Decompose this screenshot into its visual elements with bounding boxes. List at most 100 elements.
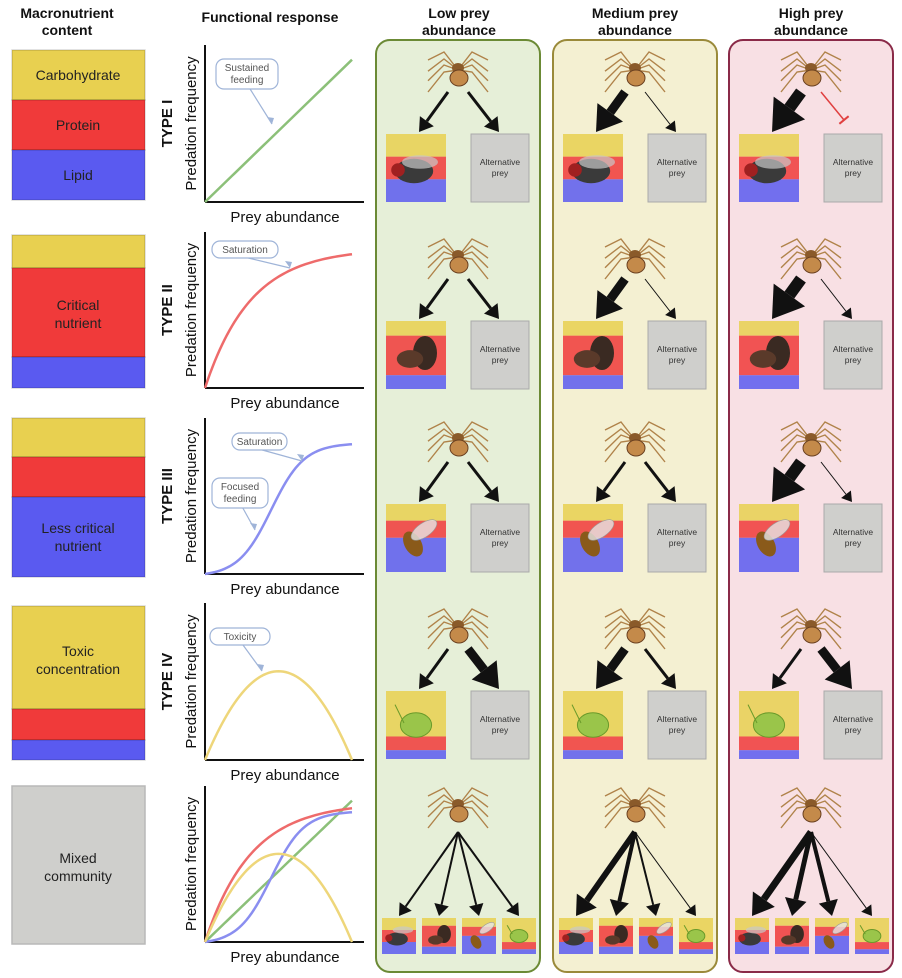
- arrow-head-icon: [785, 896, 807, 916]
- spider-icon: [780, 608, 842, 650]
- wasp-icon: [403, 519, 438, 557]
- arrow-head-icon: [685, 904, 696, 916]
- alt-prey-rect: [647, 690, 707, 760]
- spider-icon: [780, 238, 842, 280]
- arrow-head-icon: [660, 673, 676, 689]
- macro-label: Carbohydrate: [36, 67, 121, 83]
- callout-text: Saturation: [237, 437, 283, 448]
- prey-band-lipid: [382, 942, 416, 954]
- beetle-icon: [749, 336, 790, 370]
- prey-band-protein: [815, 926, 849, 936]
- fly-icon: [738, 926, 767, 946]
- spider-leg: [634, 51, 666, 71]
- prey-band-lipid: [502, 949, 536, 954]
- spider-leg: [604, 421, 636, 441]
- response-curve-type2: [203, 252, 353, 389]
- response-curve-type4: [203, 670, 354, 761]
- prey-band-lipid: [563, 750, 623, 759]
- callout-box: [211, 477, 269, 509]
- aphid-antenna: [394, 704, 405, 724]
- predation-arrow: [466, 278, 499, 319]
- spider-leg: [810, 51, 842, 71]
- prey-band-protein: [386, 736, 446, 751]
- spider-leg: [780, 238, 812, 258]
- type-label: TYPE II: [159, 284, 176, 336]
- x-axis-label: Prey abundance: [230, 395, 339, 412]
- arrow-head-icon: [841, 307, 852, 319]
- arrow-shaft: [584, 830, 638, 903]
- arrow-head-icon: [861, 904, 872, 916]
- fly-wing: [755, 155, 791, 169]
- predation-arrow: [772, 648, 803, 689]
- alt-prey-rect: [823, 133, 883, 203]
- predation-arrow: [576, 830, 638, 916]
- prey-band-lipid: [679, 949, 713, 954]
- prey-band-protein: [563, 736, 623, 751]
- spider-abdomen: [626, 439, 646, 457]
- arrow-head-icon: [609, 899, 629, 916]
- beetle-body: [396, 350, 424, 368]
- prey-band-protein: [679, 942, 713, 950]
- spider-abdomen: [449, 439, 469, 457]
- response-curve-type4: [203, 852, 354, 943]
- arrow-head-icon: [506, 902, 519, 916]
- arrow-head-icon: [841, 490, 852, 502]
- predation-arrow: [772, 458, 806, 502]
- predation-arrow: [772, 88, 806, 132]
- predation-arrow: [419, 648, 450, 689]
- beetle-body: [428, 935, 444, 945]
- arrow-shaft: [820, 461, 847, 495]
- spider-icon: [604, 608, 666, 650]
- spider-abdomen: [802, 256, 822, 274]
- aphid-body: [399, 712, 433, 738]
- predation-arrow: [419, 461, 450, 502]
- predation-arrow: [643, 461, 676, 502]
- macro-band-alt: [11, 785, 146, 945]
- spider-icon: [780, 51, 842, 93]
- prey-band-carb: [815, 918, 849, 927]
- predation-arrow: [596, 646, 629, 689]
- prey-band-lipid: [739, 750, 799, 759]
- arrow-shaft: [425, 91, 450, 123]
- arrow-shaft: [404, 831, 459, 908]
- prey-band-protein: [462, 926, 496, 936]
- macro-band-lipid: [11, 739, 146, 761]
- macro-band-lipid: [11, 149, 146, 201]
- spider-leg: [634, 238, 666, 258]
- prey-band-lipid: [563, 179, 623, 202]
- macro-band-protein: [11, 456, 146, 498]
- spider-leg: [810, 608, 842, 628]
- spider-leg: [427, 787, 459, 807]
- prey-band-carb: [563, 134, 623, 157]
- wasp-icon: [823, 922, 848, 949]
- aphid-icon: [394, 704, 433, 738]
- arrow-head-icon: [596, 103, 623, 132]
- y-axis-label: Predation frequency: [183, 796, 200, 931]
- arrow-head-icon: [772, 673, 787, 689]
- arrow-shaft: [817, 646, 841, 673]
- arrow-shaft: [606, 276, 629, 303]
- callout-box: [215, 58, 279, 90]
- spider-leg: [604, 238, 636, 258]
- arrow-shaft: [809, 831, 831, 902]
- arrow-head-icon: [469, 902, 484, 916]
- arrow-head-icon: [576, 893, 597, 916]
- prey-band-carb: [775, 918, 809, 926]
- beetle-icon: [573, 336, 614, 370]
- predation-arrow: [419, 91, 450, 132]
- arrow-head-icon: [483, 116, 499, 132]
- arrow-head-icon: [419, 673, 434, 689]
- fly-wing: [392, 926, 414, 934]
- predation-arrow: [785, 831, 814, 916]
